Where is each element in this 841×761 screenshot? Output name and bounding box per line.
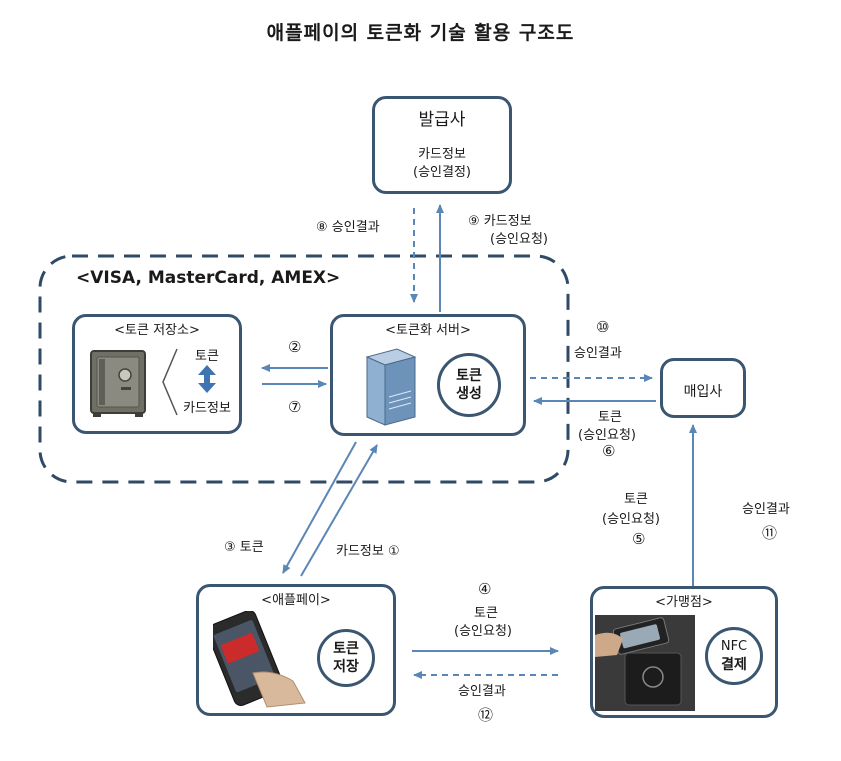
flow-11-label: 승인결과 <box>742 502 790 517</box>
flow-6-num: ⑥ <box>602 442 616 460</box>
issuer-approval-decision: (승인결정) <box>413 165 471 180</box>
bracket-icon <box>162 348 178 416</box>
flow-11-num: ⑪ <box>762 524 778 542</box>
token-vault-card-label: 카드정보 <box>183 401 231 416</box>
flow-3-arrow <box>282 441 357 574</box>
double-arrow-icon <box>198 365 216 393</box>
flow-2-label: ② <box>288 338 302 356</box>
flow-5-num: ⑤ <box>632 530 646 548</box>
flow-3-label: ③ 토큰 <box>224 540 264 555</box>
flow-4-label-line2: (승인요청) <box>454 624 512 639</box>
apple-pay-box: <애플페이> 토큰 저장 <box>196 584 396 716</box>
token-generation-line1: 토큰 <box>456 368 482 384</box>
nfc-payment-circle: NFC 결제 <box>705 627 763 685</box>
flow-6-label-line2: (승인요청) <box>578 428 636 443</box>
token-vault-box: <토큰 저장소> 토큰 카드정보 <box>72 314 242 434</box>
token-vault-token-label: 토큰 <box>195 349 219 364</box>
flow-8-label: ⑧ 승인결과 <box>316 220 380 235</box>
server-icon <box>365 348 417 426</box>
issuer-card-info: 카드정보 <box>418 147 466 162</box>
token-server-box: <토큰화 서버> 토큰 생성 <box>330 314 526 436</box>
token-storage-line2: 저장 <box>333 659 359 675</box>
safe-icon <box>90 350 146 417</box>
acquirer-name: 매입사 <box>683 384 723 400</box>
flow-4-num: ④ <box>478 580 492 598</box>
merchant-title: <가맹점> <box>655 595 713 610</box>
apple-pay-title: <애플페이> <box>261 593 331 608</box>
flow-10-label: 승인결과 <box>574 346 622 361</box>
merchant-box: <가맹점> NFC 결제 <box>590 586 778 718</box>
token-vault-title: <토큰 저장소> <box>114 323 200 338</box>
flow-9-label-line1: ⑨ 카드정보 <box>468 214 532 229</box>
pos-terminal-icon <box>595 615 695 711</box>
token-server-title: <토큰화 서버> <box>385 323 471 338</box>
flow-1-label: 카드정보 ① <box>336 544 400 559</box>
diagram-title: 애플페이의 토큰화 기술 활용 구조도 <box>266 22 575 44</box>
network-label: <VISA, MasterCard, AMEX> <box>76 268 341 288</box>
flow-12-label: 승인결과 <box>458 684 506 699</box>
flow-12-num: ⑫ <box>478 706 494 724</box>
flow-1-arrow <box>300 444 378 577</box>
flow-6-label-line1: 토큰 <box>598 410 622 425</box>
flow-10-num: ⑩ <box>596 318 610 336</box>
issuer-name: 발급사 <box>418 110 466 130</box>
issuer-box: 발급사 카드정보 (승인결정) <box>372 96 512 194</box>
acquirer-box: 매입사 <box>660 358 746 418</box>
token-generation-circle: 토큰 생성 <box>437 353 501 417</box>
token-storage-circle: 토큰 저장 <box>317 629 375 687</box>
token-generation-line2: 생성 <box>456 386 482 402</box>
nfc-line1: NFC <box>720 639 748 654</box>
phone-payment-icon <box>213 611 306 708</box>
token-storage-line1: 토큰 <box>333 641 359 657</box>
nfc-line2: 결제 <box>721 657 747 673</box>
flow-5-label-line1: 토큰 <box>624 492 648 507</box>
flow-4-label-line1: 토큰 <box>474 606 498 621</box>
flow-7-label: ⑦ <box>288 398 302 416</box>
flow-5-label-line2: (승인요청) <box>602 512 660 527</box>
flow-9-label-line2: (승인요청) <box>490 232 548 247</box>
